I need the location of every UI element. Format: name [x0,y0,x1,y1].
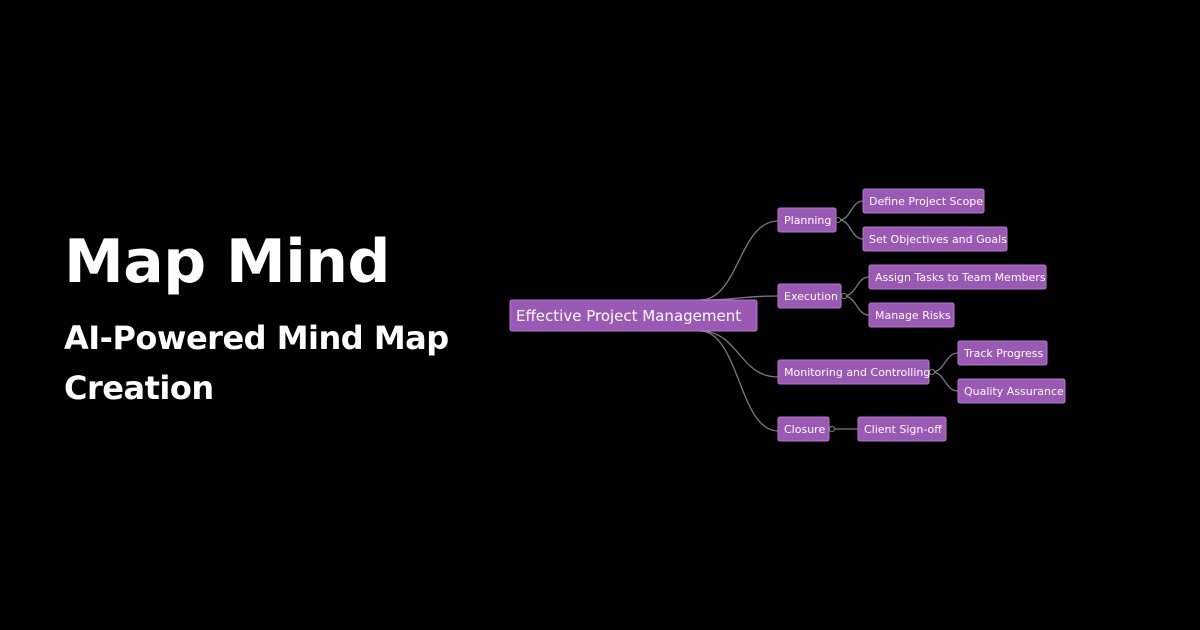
collapse-toggle-execution[interactable] [840,292,848,300]
branch-node-closure[interactable]: Closure [777,416,830,442]
branch-node-execution[interactable]: Execution [777,283,842,309]
leaf-node-client-sign-off[interactable]: Client Sign-off [857,416,947,442]
leaf-node-label: Client Sign-off [864,423,942,436]
hero-subtitle: AI-Powered Mind Map Creation [64,319,449,407]
connector-monitoring-quality [931,371,959,392]
connector-root-monitoring [699,330,779,378]
connector-planning-goals [838,219,864,240]
connector-planning-scope [838,200,864,221]
mind-map-nodes: Effective Project Management Planning De… [509,188,1066,442]
leaf-node-label: Manage Risks [875,309,951,322]
connector-root-closure [699,330,779,432]
leaf-node-track-progress[interactable]: Track Progress [957,340,1048,366]
root-node-label: Effective Project Management [516,307,741,325]
leaf-node-label: Quality Assurance [964,385,1064,398]
connector-monitoring-track [931,352,959,373]
collapse-toggle-closure[interactable] [828,425,836,433]
hero-title: Map Mind [64,227,390,297]
branch-node-label: Closure [784,423,825,436]
leaf-node-define-project-scope[interactable]: Define Project Scope [862,188,985,214]
branch-node-label: Planning [784,214,831,227]
branch-node-label: Monitoring and Controlling [784,366,930,379]
leaf-node-assign-tasks[interactable]: Assign Tasks to Team Members [868,264,1047,290]
leaf-node-label: Track Progress [963,347,1043,360]
leaf-node-set-objectives-and-goals[interactable]: Set Objectives and Goals [862,226,1008,252]
connector-root-planning [699,220,779,301]
branch-node-monitoring-and-controlling[interactable]: Monitoring and Controlling [777,359,930,385]
leaf-node-label: Define Project Scope [869,195,983,208]
leaf-node-label: Assign Tasks to Team Members [875,271,1046,284]
connector-execution-assign [843,276,870,297]
connector-execution-risks [843,295,870,316]
root-node[interactable]: Effective Project Management [509,299,758,332]
branch-node-planning[interactable]: Planning [777,207,837,233]
leaf-node-manage-risks[interactable]: Manage Risks [868,302,955,328]
leaf-node-quality-assurance[interactable]: Quality Assurance [957,378,1066,404]
branch-node-label: Execution [784,290,838,303]
leaf-node-label: Set Objectives and Goals [869,233,1007,246]
